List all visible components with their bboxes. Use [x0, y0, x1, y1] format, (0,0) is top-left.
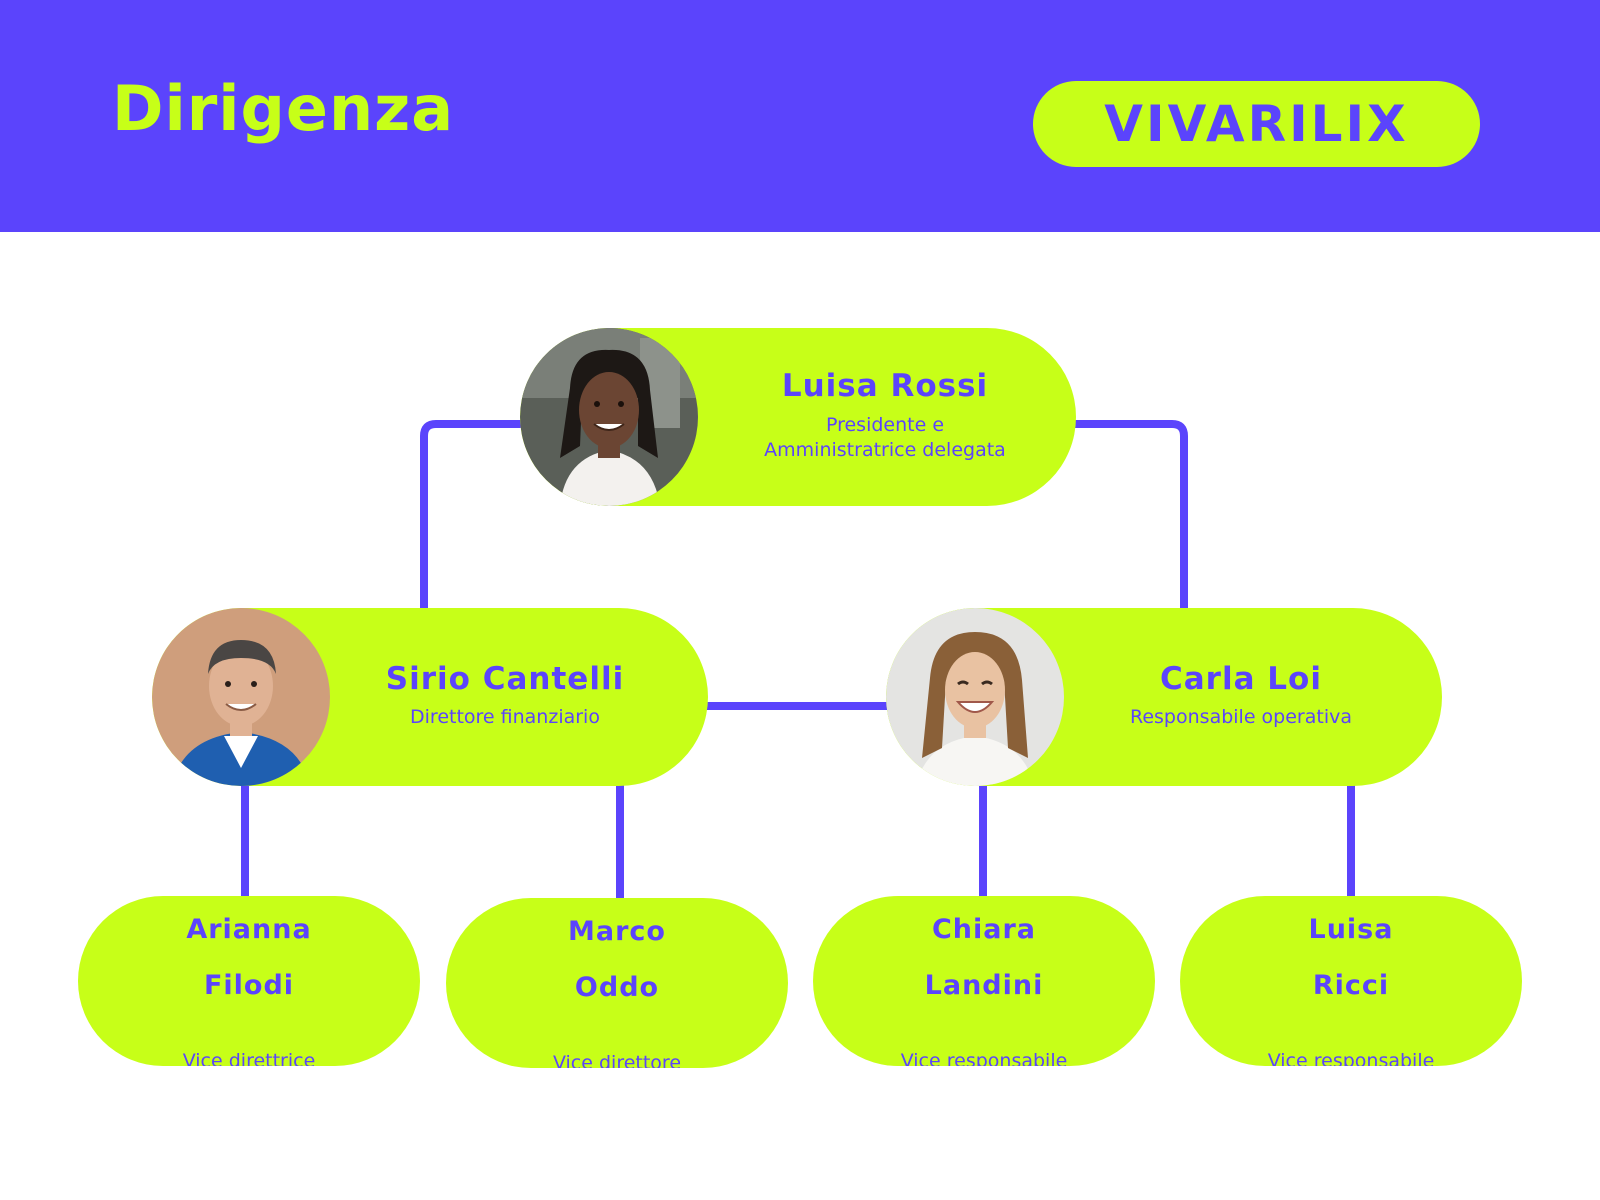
- chiara-name: Chiara Landini: [925, 896, 1044, 1029]
- chiara-name-line1: Chiara: [931, 913, 1037, 945]
- node-deputy-marco: Marco Oddo Vice direttore: [446, 898, 788, 1068]
- luisa-info: Luisa Ricci Vice responsabile: [1180, 896, 1522, 1066]
- carla-role: Responsabile operativa: [1130, 706, 1352, 729]
- marco-name-line1: Marco: [568, 915, 666, 947]
- portrait-sirio-icon: [152, 608, 330, 786]
- avatar-ceo: [520, 328, 698, 506]
- arianna-role: Vice direttrice: [182, 1050, 316, 1066]
- arianna-info: Arianna Filodi Vice direttrice: [78, 896, 420, 1066]
- header-banner: Dirigenza VIVARILIX: [0, 0, 1600, 232]
- luisa-role: Vice responsabile: [1267, 1050, 1435, 1066]
- marco-name-line2: Oddo: [574, 972, 660, 1004]
- luisa-name: Luisa Ricci: [1309, 896, 1394, 1029]
- carla-info: Carla Loi Responsabile operativa: [1076, 608, 1406, 786]
- chiara-role: Vice responsabile: [900, 1050, 1068, 1066]
- sirio-role: Direttore finanziario: [410, 706, 600, 729]
- node-deputy-chiara: Chiara Landini Vice responsabile: [813, 896, 1155, 1066]
- ceo-role-line2: Amministratrice delegata: [764, 439, 1006, 462]
- luisa-name-line1: Luisa: [1308, 913, 1394, 945]
- ceo-name: Luisa Rossi: [781, 368, 989, 405]
- portrait-ceo-icon: [520, 328, 698, 506]
- marco-info: Marco Oddo Vice direttore: [446, 898, 788, 1068]
- node-ceo: Luisa Rossi Presidente e Amministratrice…: [520, 328, 1076, 506]
- node-manager-carla: Carla Loi Responsabile operativa: [886, 608, 1442, 786]
- node-manager-sirio: Sirio Cantelli Direttore finanziario: [152, 608, 708, 786]
- portrait-carla-icon: [886, 608, 1064, 786]
- chiara-info: Chiara Landini Vice responsabile: [813, 896, 1155, 1066]
- page-title: Dirigenza: [112, 72, 455, 145]
- chiara-name-line2: Landini: [924, 970, 1044, 1002]
- connector-ceo-right: [1066, 420, 1188, 616]
- avatar-sirio: [152, 608, 330, 786]
- sirio-name: Sirio Cantelli: [385, 660, 625, 697]
- arianna-name-line1: Arianna: [186, 913, 312, 945]
- carla-name: Carla Loi: [1160, 660, 1322, 697]
- sirio-info: Sirio Cantelli Direttore finanziario: [342, 608, 668, 786]
- node-deputy-luisa: Luisa Ricci Vice responsabile: [1180, 896, 1522, 1066]
- luisa-name-line2: Ricci: [1312, 970, 1390, 1002]
- marco-name: Marco Oddo: [568, 898, 666, 1031]
- arianna-name-line2: Filodi: [203, 970, 295, 1002]
- arianna-name: Arianna Filodi: [186, 896, 311, 1029]
- brand-badge: VIVARILIX: [1033, 81, 1480, 167]
- node-deputy-arianna: Arianna Filodi Vice direttrice: [78, 896, 420, 1066]
- ceo-info: Luisa Rossi Presidente e Amministratrice…: [720, 328, 1050, 506]
- avatar-carla: [886, 608, 1064, 786]
- ceo-role: Presidente e Amministratrice delegata: [764, 413, 1006, 464]
- marco-role: Vice direttore: [552, 1052, 682, 1068]
- connector-ceo-left: [420, 420, 534, 616]
- ceo-role-line1: Presidente e: [825, 413, 945, 436]
